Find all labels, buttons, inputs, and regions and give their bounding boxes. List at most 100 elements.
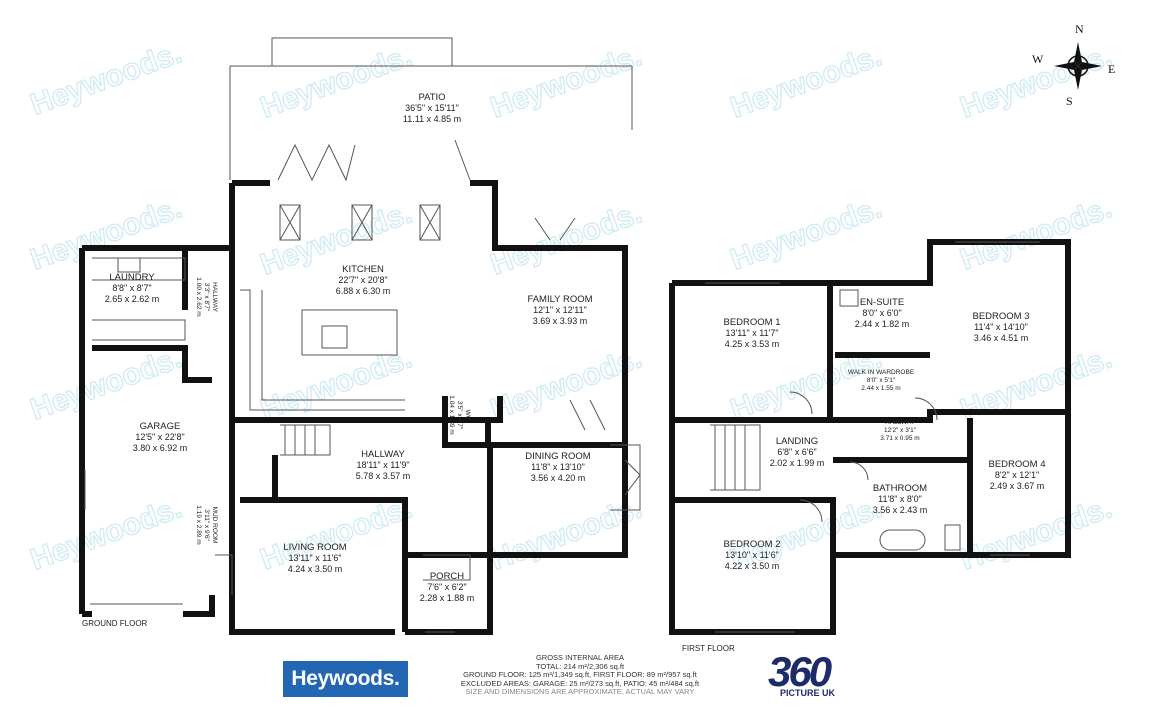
room-metric: 11.11 x 4.85 m <box>403 114 461 124</box>
watermark-text: Heywoods. <box>26 36 186 121</box>
room-imperial: 8'2" x 12'1" <box>995 470 1039 480</box>
room-metric: 5.78 x 3.57 m <box>356 471 411 481</box>
room-imperial: 11'8" x 8'0" <box>878 494 922 504</box>
room-label-bedroom4: BEDROOM 48'2" x 12'1"2.49 x 3.67 m <box>988 459 1045 491</box>
room-imperial: 3'3" x 8'7" <box>203 283 210 312</box>
room-metric: 3.71 x 0.95 m <box>880 435 919 442</box>
watermark-text: Heywoods. <box>956 191 1116 276</box>
room-imperial: 8'8" x 8'7" <box>112 283 151 293</box>
room-name: PATIO <box>418 92 445 103</box>
compass-south: S <box>1066 94 1073 108</box>
area-title: GROSS INTERNAL AREA <box>535 653 625 662</box>
room-metric: 2.49 x 3.67 m <box>990 481 1045 491</box>
room-metric: 6.88 x 6.30 m <box>336 286 391 296</box>
compass-east: E <box>1108 62 1116 76</box>
ground-floor-fixtures <box>84 204 641 633</box>
watermark-text: Heywoods. <box>26 191 186 276</box>
room-name: MUD ROOM <box>211 507 218 544</box>
compass-rose-icon <box>1054 42 1102 90</box>
ground-floor-walls <box>79 180 628 635</box>
room-label-wc: WC3'5" x 4'7"1.04 x 1.39 m <box>448 395 471 434</box>
first-floor-fixtures <box>705 241 1040 633</box>
room-metric: 2.44 x 1.82 m <box>855 319 910 329</box>
room-imperial: 18'11" x 11'9" <box>356 460 409 470</box>
area-info: GROSS INTERNAL AREA TOTAL: 214 m²/2,306 … <box>430 653 730 697</box>
agent-logo-text: Heywoods. <box>291 667 400 690</box>
room-name: WC <box>464 410 471 421</box>
ground-floor-label: GROUND FLOOR <box>82 619 148 628</box>
room-imperial: 12'5" x 22'8" <box>135 432 184 442</box>
room-imperial: 3'5" x 4'7" <box>456 401 463 430</box>
watermark-text: Heywoods. <box>726 191 886 276</box>
room-imperial: 36'5" x 15'11" <box>405 103 459 113</box>
room-name: PORCH <box>430 571 464 582</box>
room-label-bedroom1: BEDROOM 113'11" x 11'7"4.25 x 3.53 m <box>723 317 780 349</box>
room-name: HALLWAY <box>211 282 218 313</box>
room-name: LAUNDRY <box>109 272 155 283</box>
room-imperial: 3'11" x 9'6" <box>203 509 210 541</box>
room-imperial: 13'11" x 11'7" <box>725 328 778 338</box>
room-imperial: 6'8" x 6'6" <box>777 447 816 457</box>
room-name: LIVING ROOM <box>283 542 346 553</box>
area-disclaimer: SIZE AND DIMENSIONS ARE APPROXIMATE, ACT… <box>465 687 695 697</box>
room-metric: 2.28 x 1.88 m <box>420 593 475 603</box>
room-name: LANDING <box>776 436 818 447</box>
compass-west: W <box>1032 52 1044 66</box>
area-total: TOTAL: 214 m²/2,306 sq.ft <box>535 661 625 671</box>
photo-logo: 360 PICTURE UK <box>768 648 858 704</box>
room-metric: 4.24 x 3.50 m <box>288 564 343 574</box>
first-floor-label: FIRST FLOOR <box>682 644 735 653</box>
room-metric: 2.65 x 2.62 m <box>105 294 160 304</box>
room-name: GARAGE <box>140 421 181 432</box>
room-imperial: 13'11" x 11'6" <box>288 553 341 563</box>
area-excluded: EXCLUDED AREAS: GARAGE: 25 m²/273 sq.ft,… <box>460 678 700 688</box>
watermark-text: Heywoods. <box>726 39 886 124</box>
room-name: DINING ROOM <box>525 451 591 462</box>
room-imperial: 11'4" x 14'10" <box>974 322 1028 332</box>
room-imperial: 12'1" x 12'11" <box>533 305 587 315</box>
room-metric: 4.25 x 3.53 m <box>725 339 780 349</box>
photo-logo-number: 360 <box>768 648 832 695</box>
room-metric: 1.19 x 2.89 m <box>195 505 202 544</box>
room-metric: 3.56 x 2.43 m <box>873 505 928 515</box>
room-imperial: 8'0" x 6'0" <box>862 308 901 318</box>
watermark-text: Heywoods. <box>26 491 186 576</box>
watermark-text: Heywoods. <box>486 39 646 124</box>
room-name: EN-SUITE <box>860 297 904 308</box>
room-metric: 2.02 x 1.99 m <box>770 458 825 468</box>
room-imperial: 22'7" x 20'8" <box>338 275 387 285</box>
room-name: HALLWAY <box>361 449 405 460</box>
room-metric: 3.80 x 6.92 m <box>133 443 188 453</box>
room-label-bedroom2: BEDROOM 213'10" x 11'6"4.22 x 3.50 m <box>723 539 780 571</box>
room-metric: 3.69 x 3.93 m <box>533 316 588 326</box>
room-name: BATHROOM <box>873 483 927 494</box>
watermark-text: Heywoods. <box>256 39 416 124</box>
room-imperial: 8'0" x 5'1" <box>867 377 896 384</box>
room-name: FAMILY ROOM <box>527 294 592 305</box>
room-imperial: 7'6" x 6'2" <box>427 582 466 592</box>
patio-outline <box>229 37 633 182</box>
room-imperial: 13'10" x 11'6" <box>725 550 779 560</box>
room-label-bedroom3: BEDROOM 311'4" x 14'10"3.46 x 4.51 m <box>972 311 1029 343</box>
room-name: KITCHEN <box>342 264 384 275</box>
room-name: HALLWAY <box>885 419 916 426</box>
compass: N E S W <box>1030 20 1120 110</box>
room-name: BEDROOM 1 <box>723 317 780 328</box>
room-metric: 4.22 x 3.50 m <box>725 561 780 571</box>
